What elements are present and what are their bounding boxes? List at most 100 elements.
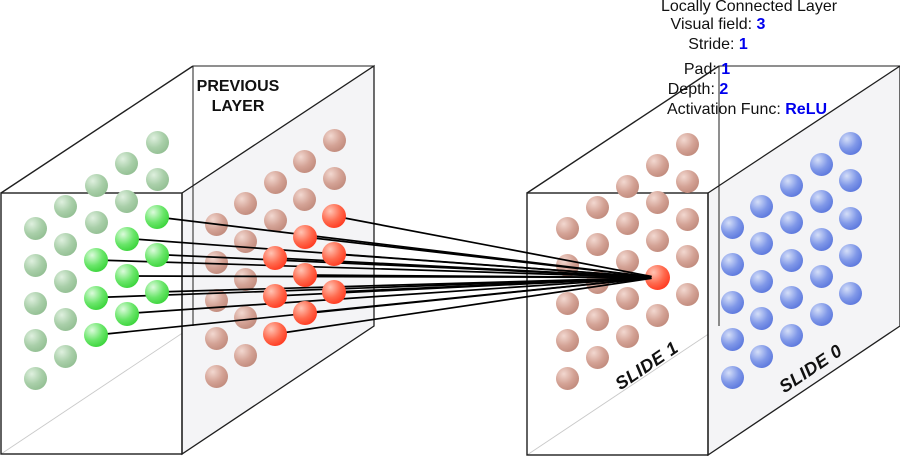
- connection-line: [333, 215, 652, 278]
- neuron-slide0-c0r0: [720, 215, 744, 239]
- neuron-previous-layer-depth0-c1r1: [54, 232, 77, 256]
- neuron-previous-layer-depth1-c0r3: [204, 326, 228, 350]
- neuron-previous-layer-depth0-c0r1: [23, 254, 47, 277]
- neuron-slide0-c1r2: [750, 269, 774, 293]
- neuron-slide0-c1r4: [750, 344, 774, 368]
- neuron-previous-layer-depth1-c3r3-highlighted: [292, 263, 317, 287]
- neuron-slide1-c4r4: [675, 282, 699, 306]
- param-depth: Depth: 2: [667, 81, 729, 98]
- neuron-previous-layer-depth0-c1r0: [54, 195, 77, 218]
- neuron-previous-layer-depth1-c1r3: [234, 305, 257, 329]
- neuron-previous-layer-depth1-c2r0: [263, 170, 287, 194]
- neuron-previous-layer-depth1-c4r0: [322, 128, 346, 152]
- neuron-previous-layer-depth1-c2r1: [263, 208, 287, 232]
- param-stride: Stride: 1: [688, 36, 748, 53]
- connection-line: [304, 274, 652, 279]
- previous-layer-label: PREVIOUS LAYER: [196, 78, 280, 115]
- neuron-slide1-c2r0: [615, 174, 639, 198]
- neuron-previous-layer-depth1-c2r4-highlighted: [263, 322, 287, 346]
- neuron-slide1-c3r0: [645, 153, 669, 177]
- neuron-slide0-c0r1: [720, 253, 744, 276]
- param-pad: Pad: 1: [683, 61, 731, 78]
- neuron-slide1-c4r3: [675, 245, 699, 268]
- neuron-previous-layer-depth1-c3r1: [293, 187, 316, 211]
- connection-line: [156, 276, 652, 293]
- connection-line: [333, 276, 652, 293]
- neuron-previous-layer-depth0-c2r3-highlighted: [84, 285, 108, 310]
- neuron-slide1-c2r2: [615, 249, 639, 273]
- neuron-previous-layer-depth0-c2r0: [84, 173, 108, 197]
- neuron-slide1-c4r0: [675, 132, 699, 156]
- param-pad-value: 1: [721, 61, 731, 78]
- neuron-previous-layer-depth0-c3r0: [115, 152, 138, 175]
- neuron-previous-layer-depth1-c4r3-highlighted: [322, 242, 346, 266]
- neuron-previous-layer-depth0-c1r4: [54, 345, 77, 368]
- neuron-slide0-c2r0: [779, 173, 803, 197]
- neuron-previous-layer-depth0-c4r2-highlighted: [145, 205, 169, 229]
- neuron-previous-layer-depth1-c1r0: [234, 191, 257, 215]
- neuron-previous-layer-depth1-c2r2-highlighted: [263, 246, 287, 270]
- neuron-slide1-c0r2: [555, 291, 579, 315]
- neuron-previous-layer-depth0-c3r2-highlighted: [114, 226, 139, 251]
- neuron-slide0-c4r0: [839, 131, 863, 155]
- param-depth-value: 2: [719, 81, 729, 98]
- neuron-previous-layer-depth0-c0r0: [23, 216, 47, 240]
- neuron-previous-layer-depth0-c2r1: [84, 211, 108, 234]
- connection-line: [333, 253, 652, 278]
- neuron-slide0-c4r1: [839, 169, 863, 192]
- neuron-previous-layer-depth0-c2r2-highlighted: [84, 248, 108, 272]
- neuron-previous-layer-depth0-c0r2: [23, 291, 47, 315]
- neuron-slide0-c3r1: [809, 190, 833, 213]
- neuron-slide1-c3r1: [645, 191, 669, 214]
- neuron-slide0-c2r3: [779, 286, 803, 309]
- neuron-slide0-c2r2: [779, 248, 803, 272]
- neuron-slide1-c4r2: [675, 207, 699, 231]
- neuron-slide1-c0r4: [555, 366, 579, 390]
- neuron-slide0-c4r3: [839, 244, 863, 267]
- neuron-previous-layer-depth1-c4r2-highlighted: [322, 204, 346, 228]
- neuron-previous-layer-depth1-c0r4: [204, 364, 228, 388]
- diagram-title-text: Locally Connected Layer: [660, 0, 838, 15]
- neuron-previous-layer-depth0-c0r3: [23, 329, 47, 352]
- connection-line: [274, 277, 652, 335]
- neuron-slide0-c1r1: [750, 232, 774, 255]
- neuron-slide1-c1r3: [585, 308, 609, 331]
- neuron-previous-layer-depth0-c4r0: [145, 130, 169, 154]
- neuron-slide1-c2r4: [615, 324, 639, 348]
- param-stride-value: 1: [738, 36, 748, 53]
- neuron-previous-layer-depth1-c3r2-highlighted: [292, 225, 317, 249]
- neuron-slide0-c1r0: [750, 194, 774, 218]
- neuron-previous-layer-depth1-c2r3-highlighted: [263, 284, 287, 308]
- neuron-previous-layer-depth1-c3r0: [293, 149, 316, 173]
- neuron-previous-layer-depth0-c1r2: [54, 270, 77, 293]
- neuron-slide1-c0r0: [555, 216, 579, 240]
- neuron-slide0-c2r1: [779, 211, 803, 234]
- neuron-slide1-c0r3: [555, 329, 579, 352]
- neuron-previous-layer-depth0-c4r4-highlighted: [145, 280, 169, 304]
- param-activation-value: ReLU: [785, 101, 828, 118]
- neuron-slide0-c3r3: [809, 265, 833, 288]
- neuron-previous-layer-depth0-c3r1: [115, 189, 138, 213]
- neuron-slide1-c3r4: [645, 303, 669, 327]
- neuron-previous-layer-depth1-c4r4-highlighted: [322, 280, 346, 304]
- neuron-slide0-c2r4: [779, 323, 803, 347]
- neuron-previous-layer-depth0-c0r4: [23, 366, 47, 390]
- neuron-slide0-c4r4: [839, 281, 863, 305]
- neuron-previous-layer-depth1-c3r4-highlighted: [292, 301, 317, 325]
- param-visual-field: Visual field: 3: [670, 16, 766, 33]
- neuron-previous-layer-depth0-c1r3: [54, 307, 77, 331]
- param-visual-field-value: 3: [756, 16, 766, 33]
- neuron-slide1-c4r1: [675, 170, 699, 193]
- connection-line: [304, 277, 652, 314]
- neuron-previous-layer-depth1-c4r1: [322, 166, 346, 190]
- neuron-slide1-c2r3: [615, 287, 639, 310]
- neuron-slide0-c3r2: [809, 227, 833, 251]
- neuron-slide0-c1r3: [750, 307, 774, 330]
- diagram-title: Locally Connected Layer: [661, 0, 837, 16]
- neuron-previous-layer-depth1-c1r2: [234, 267, 257, 291]
- connection-line: [304, 236, 652, 278]
- neuron-slide1-c1r0: [585, 195, 609, 219]
- param-activation: Activation Func: ReLU: [666, 101, 828, 118]
